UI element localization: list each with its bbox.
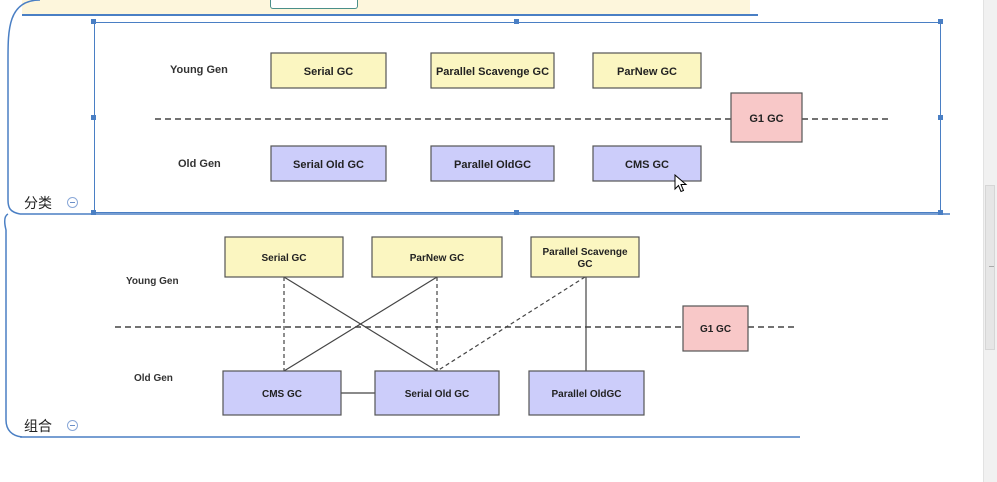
collector-box-parallel-scavenge-gc (430, 52, 555, 89)
branch-connector-classification (7, 0, 41, 215)
previous-node-strip (22, 0, 750, 14)
collector-label: CMS GC (262, 389, 302, 400)
resize-handle[interactable] (938, 210, 943, 215)
scrollbar-thumb[interactable] (985, 185, 995, 350)
collector-box-cms-gc (222, 370, 342, 416)
link-parallelscavenge-serialold (436, 276, 586, 372)
resize-handle[interactable] (514, 210, 519, 215)
collector-box-serial-old-gc (270, 145, 387, 182)
collector-box-serial-old-gc (374, 370, 500, 416)
old-gen-label: Old Gen (178, 158, 221, 170)
collector-box-g1-gc (730, 92, 803, 143)
young-gen-label: Young Gen (126, 276, 179, 287)
resize-handle[interactable] (91, 210, 96, 215)
collector-label: Serial Old GC (405, 389, 469, 400)
branch-label-combination[interactable]: 组合 (24, 419, 52, 435)
resize-handle[interactable] (91, 115, 96, 120)
collector-label: CMS GC (625, 159, 669, 171)
collector-box-cms-gc (592, 145, 702, 182)
collector-box-serial-gc (224, 236, 344, 278)
collector-box-parallel-scavenge-gc (530, 236, 640, 278)
combination-diagram: Young Gen Old Gen Serial GC ParNew GC Pa… (115, 236, 794, 416)
link-parnew-cms (283, 276, 438, 372)
resize-handle[interactable] (938, 19, 943, 24)
collector-box-serial-gc (270, 52, 387, 89)
young-gen-label: Young Gen (170, 64, 228, 76)
collector-label: Serial GC (304, 66, 354, 78)
branch-connector-combination (3, 213, 23, 438)
collector-box-parallel-oldgc (430, 145, 555, 182)
collector-box-parnew-gc (371, 236, 503, 278)
collector-label: G1 GC (700, 324, 731, 335)
previous-node-button[interactable] (270, 0, 358, 9)
mouse-pointer-icon (674, 174, 688, 193)
collapse-icon[interactable] (67, 197, 78, 208)
vertical-scrollbar[interactable] (983, 0, 997, 482)
collector-label: Parallel OldGC (551, 389, 621, 400)
collector-label: Serial Old GC (293, 159, 364, 171)
resize-handle[interactable] (938, 115, 943, 120)
resize-handle[interactable] (514, 19, 519, 24)
collector-label: Parallel OldGC (454, 159, 531, 171)
collector-box-g1-gc (682, 305, 749, 352)
collector-label: G1 GC (749, 113, 783, 125)
branch-label-classification[interactable]: 分类 (24, 196, 52, 212)
collector-label: Serial GC (261, 253, 306, 264)
previous-node-underline (22, 14, 758, 16)
collector-label: Parallel Scavenge GC (436, 66, 549, 78)
collapse-icon[interactable] (67, 420, 78, 431)
classification-diagram: Young Gen Old Gen Serial GC Parallel Sca… (155, 52, 890, 182)
collector-label: ParNew GC (410, 253, 464, 264)
old-gen-label: Old Gen (134, 373, 173, 384)
collector-label: ParNew GC (617, 66, 677, 78)
collector-box-parnew-gc (592, 52, 702, 89)
resize-handle[interactable] (91, 19, 96, 24)
collector-box-parallel-oldgc (528, 370, 645, 416)
scrollbar-grip-icon (989, 266, 994, 267)
